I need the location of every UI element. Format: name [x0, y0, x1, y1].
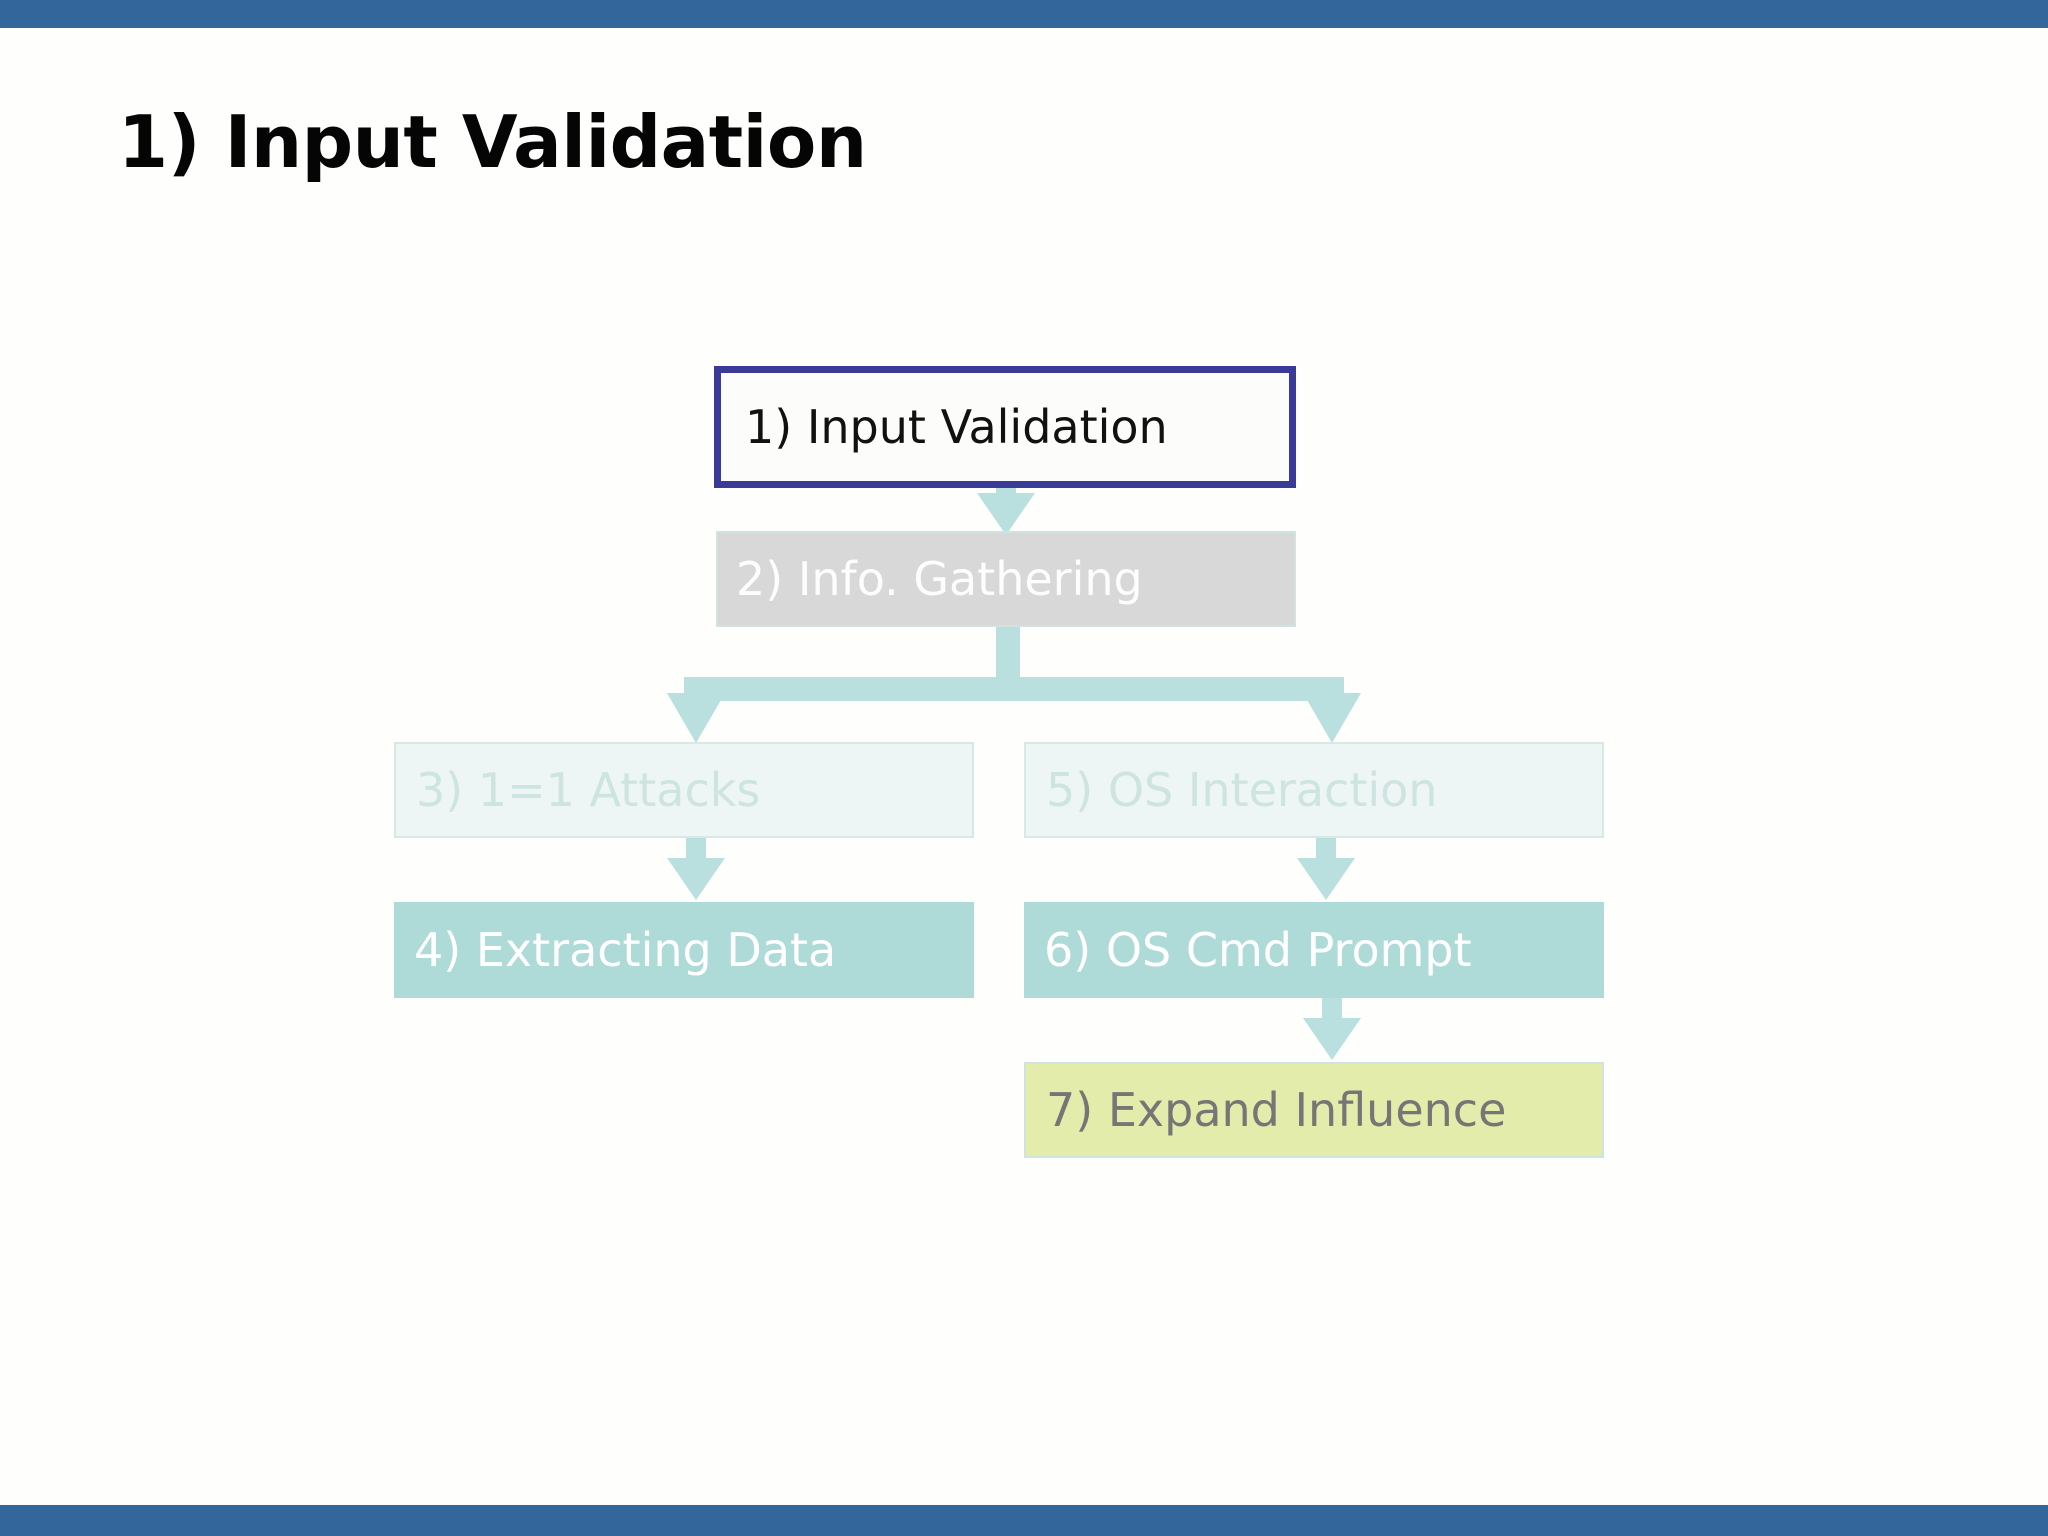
arrow-head-right-icon: [1303, 693, 1361, 743]
flow-node-label: 2) Info. Gathering: [736, 552, 1143, 606]
flow-node-label: 1) Input Validation: [745, 400, 1168, 454]
arrow-drop-right: [1320, 677, 1344, 695]
flow-node-extracting-data[interactable]: 4) Extracting Data: [394, 902, 974, 998]
arrow-head-icon: [1297, 858, 1355, 900]
arrow-stem: [996, 627, 1020, 684]
arrow-shaft: [686, 838, 706, 860]
flow-node-label: 3) 1=1 Attacks: [416, 763, 761, 817]
arrow-drop-left: [684, 677, 708, 695]
arrow-head-icon: [1303, 1018, 1361, 1060]
flow-node-os-cmd-prompt[interactable]: 6) OS Cmd Prompt: [1024, 902, 1604, 998]
arrow-shaft: [1322, 998, 1342, 1020]
arrow-node5-to-node6: [1297, 838, 1355, 902]
flow-node-expand-influence[interactable]: 7) Expand Influence: [1024, 1062, 1604, 1158]
arrow-head-icon: [667, 858, 725, 900]
flow-node-label: 6) OS Cmd Prompt: [1044, 923, 1472, 977]
arrow-node3-to-node4: [667, 838, 725, 902]
flow-node-label: 7) Expand Influence: [1046, 1083, 1507, 1137]
arrow-shaft: [1316, 838, 1336, 860]
arrow-head-icon: [977, 493, 1035, 535]
page-title: 1) Input Validation: [118, 100, 867, 184]
flow-node-input-validation[interactable]: 1) Input Validation: [714, 366, 1296, 488]
flow-node-label: 4) Extracting Data: [414, 923, 837, 977]
arrow-head-left-icon: [667, 693, 725, 743]
arrow-node6-to-node7: [1303, 998, 1361, 1062]
flow-node-1equals1-attacks[interactable]: 3) 1=1 Attacks: [394, 742, 974, 838]
arrow-shaft: [996, 487, 1016, 497]
flow-node-os-interaction[interactable]: 5) OS Interaction: [1024, 742, 1604, 838]
slide-footer: OWASP 20: [0, 1424, 2048, 1502]
flow-node-info-gathering[interactable]: 2) Info. Gathering: [716, 531, 1296, 627]
arrow-node2-branch: [625, 627, 1405, 745]
bottom-decorative-bar: [0, 1505, 2048, 1536]
flow-node-label: 5) OS Interaction: [1046, 763, 1438, 817]
arrow-node1-to-node2: [977, 487, 1035, 535]
arrow-crossbar: [684, 677, 1344, 701]
top-decorative-bar: [0, 0, 2048, 28]
